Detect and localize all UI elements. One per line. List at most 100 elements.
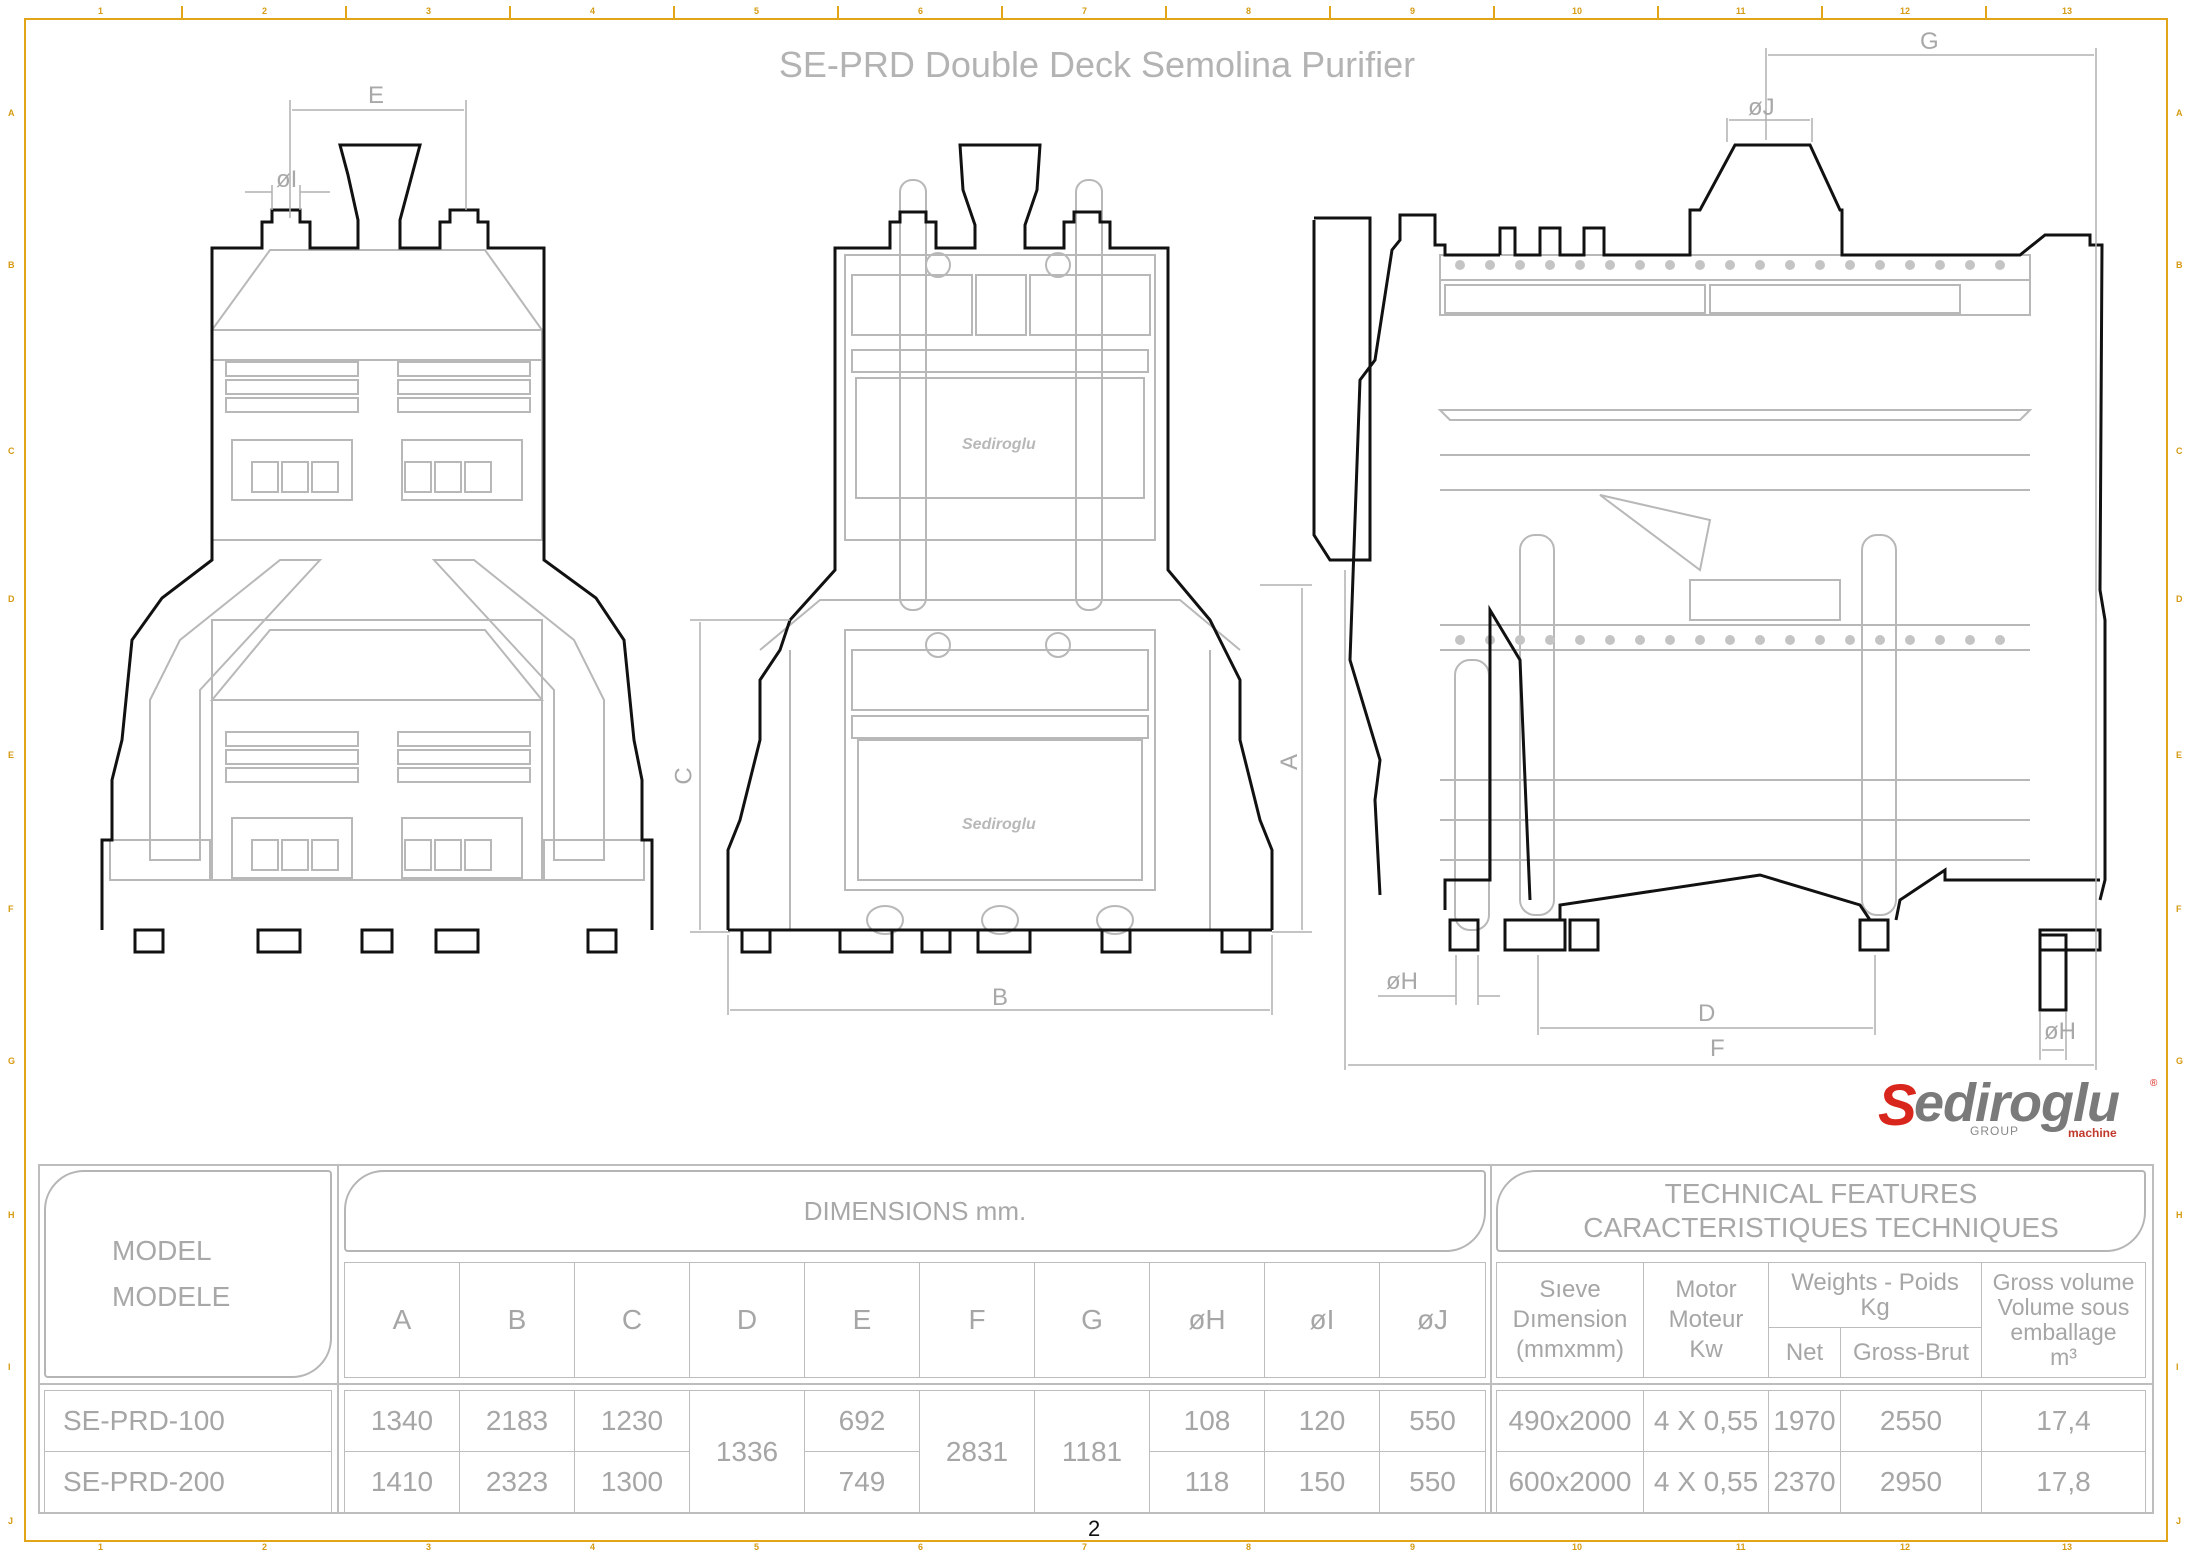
col-header-f: F [919,1262,1035,1378]
dim-label-g: G [1920,28,1939,55]
technical-header: TECHNICAL FEATURES CARACTERISTIQUES TECH… [1496,1170,2146,1252]
ruler-row-h: H [8,1210,15,1220]
col-header-net: Net [1768,1327,1841,1378]
ruler-col-5-bottom: 5 [754,1542,760,1552]
ruler-col-10: 10 [1572,6,1583,16]
ruler-col-8: 8 [1246,6,1252,16]
ruler-col-10-bottom: 10 [1572,1542,1583,1552]
sieve-label-3: (mmxmm) [1516,1336,1624,1363]
ruler-col-6-bottom: 6 [918,1542,924,1552]
ruler-col-1-bottom: 1 [98,1542,104,1552]
table-cell: 1970 [1768,1390,1841,1452]
ruler-row-i-right: I [2176,1362,2179,1372]
ruler-row-j: J [8,1516,14,1526]
dim-label-h-left: øH [1386,968,1418,995]
ruler-col-6: 6 [918,6,924,16]
logo-group-text: GROUP [1970,1124,2020,1138]
technical-header-fr: CARACTERISTIQUES TECHNIQUES [1583,1212,2059,1243]
motor-label-1: Motor [1675,1276,1737,1303]
dim-label-f: F [1710,1035,1725,1062]
ruler-col-13: 13 [2062,6,2073,16]
table-cell: 2323 [459,1451,575,1513]
col-header-sieve: Sıeve Dımension (mmxmm) [1496,1262,1644,1378]
ruler-col-12: 12 [1900,6,1911,16]
ruler-col-5: 5 [754,6,760,16]
drawing-border [24,18,2168,1542]
ruler-row-d: D [8,594,15,604]
col-header-c: C [574,1262,690,1378]
registered-mark-icon: ® [2150,1078,2158,1089]
ruler-row-d-right: D [2176,594,2183,604]
table-cell: 108 [1149,1390,1265,1452]
table-row-model: SE-PRD-200 [44,1451,332,1513]
table-cell: 118 [1149,1451,1265,1513]
table-cell: 2550 [1840,1390,1982,1452]
ruler-row-g-right: G [2176,1056,2184,1066]
table-cell: 120 [1264,1390,1380,1452]
model-header-fr: MODELE [112,1281,231,1312]
ruler-col-8-bottom: 8 [1246,1542,1252,1552]
ruler-row-b: B [8,260,15,270]
ruler-row-c: C [8,446,15,456]
technical-header-en: TECHNICAL FEATURES [1664,1178,1978,1209]
table-cell: 17,4 [1981,1390,2146,1452]
table-cell: 4 X 0,55 [1643,1390,1769,1452]
ruler-row-f: F [8,904,14,914]
dimensions-header: DIMENSIONS mm. [344,1170,1486,1252]
weights-label-2: Kg [1860,1294,1890,1321]
ruler-col-3-bottom: 3 [426,1542,432,1552]
dim-label-j: øJ [1748,94,1775,121]
col-header-b: B [459,1262,575,1378]
table-cell-shared: 1181 [1034,1390,1150,1513]
ruler-col-12-bottom: 12 [1900,1542,1911,1552]
table-cell: 1230 [574,1390,690,1452]
table-cell-shared: 2831 [919,1390,1035,1513]
volume-label-4: m³ [2050,1344,2077,1370]
weights-label-1: Weights - Poids [1791,1269,1959,1296]
col-header-weights: Weights - Poids Kg [1768,1262,1982,1328]
model-header: MODEL MODELE [44,1170,332,1378]
ruler-row-i: I [8,1362,11,1372]
col-header-e: E [804,1262,920,1378]
ruler-row-e-right: E [2176,750,2183,760]
sediroglu-logo: S ediroglu GROUP machine ® [1878,1072,2158,1142]
panel-brand-lower: Sediroglu [962,816,1036,833]
ruler-row-h-right: H [2176,1210,2183,1220]
col-header-d: D [689,1262,805,1378]
col-header-h: øH [1149,1262,1265,1378]
panel-brand-upper: Sediroglu [962,436,1036,453]
table-cell: 1410 [344,1451,460,1513]
ruler-col-9-bottom: 9 [1410,1542,1416,1552]
ruler-row-a: A [8,108,15,118]
table-cell: 600x2000 [1496,1451,1644,1513]
table-cell: 150 [1264,1451,1380,1513]
table-cell: 2370 [1768,1451,1841,1513]
ruler-col-1: 1 [98,6,104,16]
ruler-row-a-right: A [2176,108,2183,118]
ruler-col-11: 11 [1736,6,1746,16]
table-cell: 1300 [574,1451,690,1513]
ruler-row-b-right: B [2176,260,2183,270]
table-cell: 550 [1379,1451,1486,1513]
volume-label-1: Gross volume [1992,1269,2135,1295]
col-header-j: øJ [1379,1262,1486,1378]
ruler-col-13-bottom: 13 [2062,1542,2073,1552]
ruler-row-f-right: F [2176,904,2182,914]
sieve-label-1: Sıeve [1539,1276,1601,1303]
table-frame [38,1164,2154,1514]
table-cell: 749 [804,1451,920,1513]
col-header-volume: Gross volume Volume sous emballage m³ [1981,1262,2146,1378]
ruler-row-j-right: J [2176,1516,2182,1526]
dim-label-i: øI [276,166,298,193]
volume-label-2: Volume sous [1997,1294,2130,1320]
dim-label-b: B [992,984,1009,1011]
dim-label-d: D [1698,1000,1716,1027]
volume-label-3: emballage [2010,1319,2117,1345]
table-cell: 490x2000 [1496,1390,1644,1452]
drawing-title: SE-PRD Double Deck Semolina Purifier [778,44,1416,85]
ruler-col-9: 9 [1410,6,1416,16]
table-cell: 1340 [344,1390,460,1452]
